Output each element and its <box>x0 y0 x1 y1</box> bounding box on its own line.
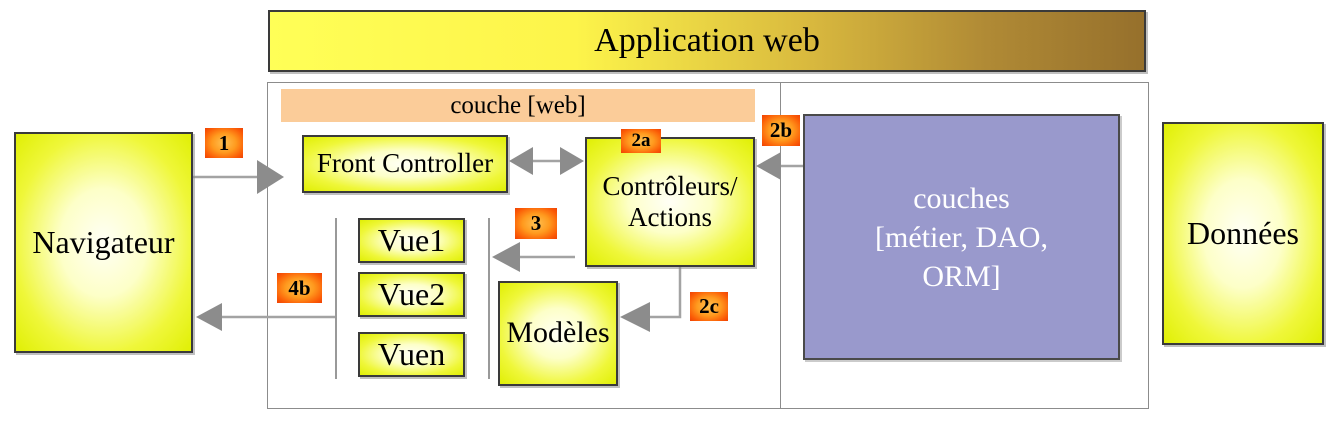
badge-step-2a: 2a <box>621 129 661 153</box>
modeles-label: Modèles <box>506 316 610 350</box>
node-couches-metier-dao-orm: couches [métier, DAO, ORM] <box>803 114 1120 360</box>
badge-step-3: 3 <box>515 208 557 239</box>
node-couche-web: couche [web] <box>281 89 755 122</box>
node-vuen: Vuen <box>358 332 465 377</box>
badge-step-2a-label: 2a <box>631 130 651 151</box>
badge-step-4b: 4b <box>277 273 322 303</box>
arrow-3-to-views <box>492 242 575 272</box>
node-front-controller: Front Controller <box>302 135 508 193</box>
arrow-frontcontroller-controleurs <box>509 147 584 175</box>
donnees-label: Données <box>1187 215 1299 252</box>
node-vue1: Vue1 <box>358 218 465 263</box>
badge-step-4b-label: 4b <box>288 275 311 300</box>
node-application-web: Application web <box>268 10 1146 72</box>
arrow-2c-to-models <box>620 266 682 332</box>
badge-step-2b-label: 2b <box>769 118 793 142</box>
couche-web-label: couche [web] <box>450 91 586 119</box>
navigateur-label: Navigateur <box>32 224 175 261</box>
arrow-4b-response <box>196 303 336 331</box>
vue1-label: Vue1 <box>377 222 446 259</box>
node-vue2: Vue2 <box>358 272 465 317</box>
web-business-divider <box>780 82 781 409</box>
badge-step-2b: 2b <box>762 115 800 146</box>
arrow-1-request <box>193 160 284 194</box>
node-controleurs-actions: Contrôleurs/ Actions <box>585 137 755 267</box>
vue2-label: Vue2 <box>377 276 446 313</box>
couches-metier-line2: [métier, DAO, <box>875 220 1048 254</box>
node-modeles: Modèles <box>498 281 618 386</box>
front-controller-label: Front Controller <box>316 148 494 179</box>
arrow-2b-business-to-controller <box>756 152 803 180</box>
application-web-label: Application web <box>594 22 820 59</box>
badge-step-2c: 2c <box>690 292 728 321</box>
vuen-label: Vuen <box>377 336 446 373</box>
node-navigateur: Navigateur <box>14 132 193 353</box>
controleurs-label-line1: Contrôleurs/ <box>602 170 738 201</box>
couches-metier-line1: couches <box>913 181 1010 215</box>
badge-step-1-label: 1 <box>218 130 230 155</box>
badge-step-3-label: 3 <box>530 211 542 235</box>
badge-step-2c-label: 2c <box>699 294 719 318</box>
couches-metier-line3: ORM] <box>922 259 1001 293</box>
controleurs-label-line2: Actions <box>628 202 712 232</box>
node-donnees: Données <box>1162 122 1324 345</box>
badge-step-1: 1 <box>205 128 243 158</box>
